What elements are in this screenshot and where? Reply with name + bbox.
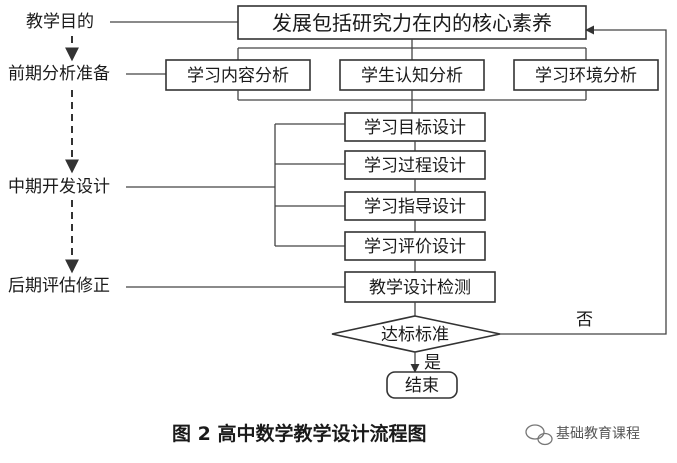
core-literacy-box bbox=[237, 5, 587, 40]
content-analysis-text: 学习内容分析 bbox=[187, 66, 289, 86]
content-analysis-box bbox=[165, 59, 311, 91]
wechat-icon bbox=[525, 424, 553, 446]
stage-label-late: 后期评估修正 bbox=[8, 276, 110, 296]
objective-design-text: 学习目标设计 bbox=[364, 118, 466, 138]
environment-analysis-box bbox=[513, 59, 659, 91]
design-check-text: 教学设计检测 bbox=[369, 278, 471, 298]
guidance-design-text: 学习指导设计 bbox=[364, 197, 466, 217]
stage-label-middle: 中期开发设计 bbox=[8, 177, 110, 197]
stage-label-goal: 教学目的 bbox=[26, 12, 94, 32]
stage-label-early: 前期分析准备 bbox=[8, 64, 110, 84]
objective-design-box bbox=[344, 112, 486, 142]
no-feedback-loop bbox=[500, 25, 667, 335]
core-literacy-text: 发展包括研究力在内的核心素养 bbox=[272, 11, 552, 35]
edge-label-no: 否 bbox=[576, 310, 593, 330]
watermark-text: 基础教育课程 bbox=[556, 425, 640, 442]
edge-label-yes: 是 bbox=[424, 353, 441, 373]
evaluation-design-text: 学习评价设计 bbox=[364, 237, 466, 257]
design-check-box bbox=[344, 271, 496, 303]
environment-analysis-text: 学习环境分析 bbox=[535, 66, 637, 86]
process-design-box bbox=[344, 150, 486, 180]
guidance-design-box bbox=[344, 191, 486, 221]
end-terminator bbox=[386, 371, 458, 399]
end-text: 结束 bbox=[405, 376, 439, 396]
process-design-text: 学习过程设计 bbox=[364, 156, 466, 176]
cognition-analysis-text: 学生认知分析 bbox=[361, 66, 463, 86]
evaluation-design-box bbox=[344, 231, 486, 261]
figure-caption: 图 2 高中数学教学设计流程图 bbox=[172, 422, 426, 445]
standard-decision-text: 达标标准 bbox=[381, 325, 449, 345]
